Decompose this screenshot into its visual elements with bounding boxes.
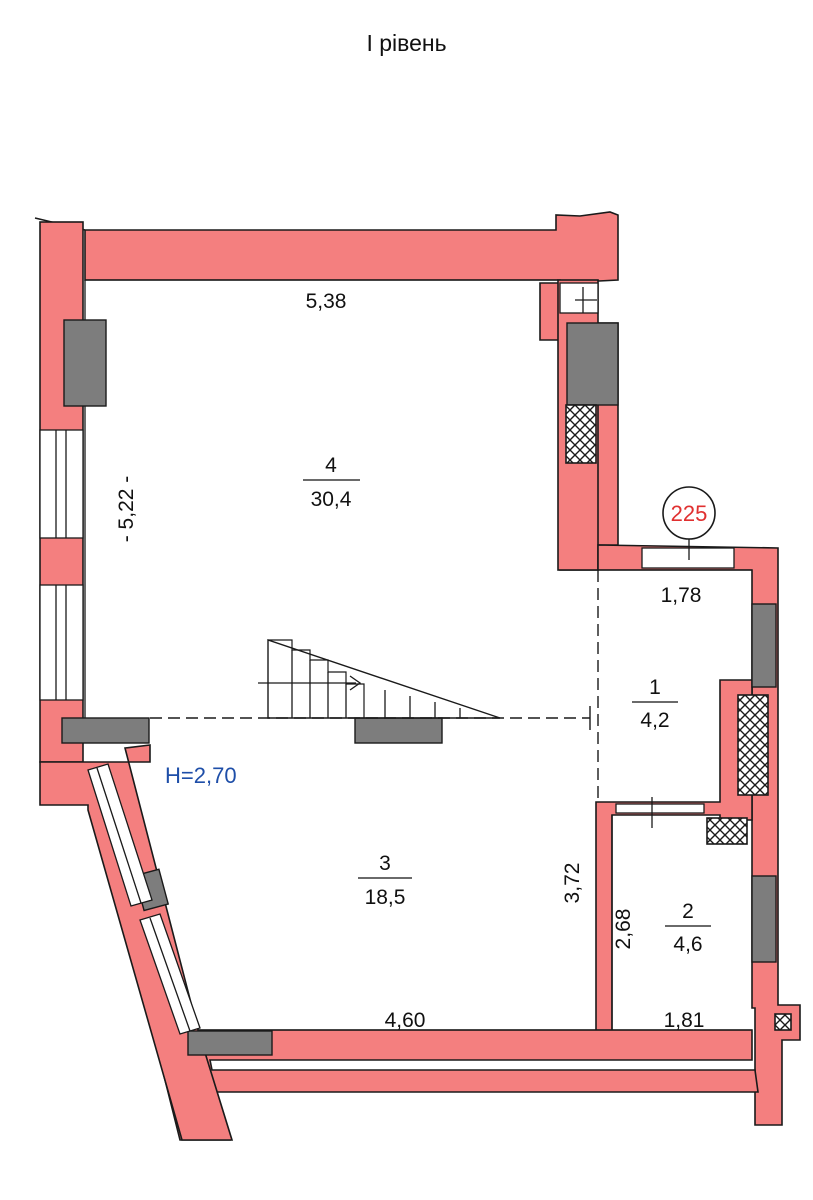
staircase	[258, 639, 501, 719]
room-area: 4,6	[673, 933, 702, 956]
wall-block	[61, 717, 150, 744]
wall-slanted	[39, 744, 234, 1141]
room-label-3: 3 18,5	[358, 852, 412, 909]
ceiling-height-note: H=2,70	[165, 763, 237, 788]
column-block	[63, 319, 107, 407]
room-label-1: 1 4,2	[632, 676, 678, 732]
vent-shaft	[706, 817, 748, 845]
window-slanted	[87, 763, 201, 1035]
wall-block	[354, 717, 443, 744]
wall-block	[751, 875, 777, 963]
room-number: 4	[325, 454, 337, 477]
room-area: 4,2	[640, 709, 669, 732]
plan-marker-label: 225	[671, 501, 708, 526]
wall-block	[187, 1030, 273, 1056]
dimension-room1-top: 1,78	[661, 584, 702, 607]
dimension-room3-right: 3,72	[561, 863, 584, 904]
room-label-2: 2 4,6	[665, 900, 711, 956]
plan-title: I рівень	[366, 30, 447, 56]
dimension-room2-bottom: 1,81	[664, 1009, 705, 1032]
room-number: 2	[682, 900, 694, 923]
door-room2	[615, 797, 705, 828]
vent-shaft	[565, 404, 597, 464]
window-room1-top	[641, 547, 735, 569]
wall-block	[751, 603, 777, 688]
chimney-block	[566, 322, 619, 406]
room-area: 30,4	[311, 488, 352, 511]
window-left-lower	[39, 584, 84, 701]
wall-partition-1-2	[595, 679, 753, 1033]
dimension-room4-left: - 5,22 -	[115, 476, 138, 543]
dimension-room3-bottom: 4,60	[385, 1009, 426, 1032]
plan-marker: 225	[662, 486, 716, 560]
room-area: 18,5	[365, 886, 406, 909]
dimension-room4-top: 5,38	[306, 290, 347, 313]
window-top-right	[559, 282, 599, 314]
room-number: 1	[649, 676, 661, 699]
room-label-4: 4 30,4	[303, 454, 360, 511]
window-left-upper	[39, 429, 84, 539]
vent-shaft	[737, 694, 769, 796]
room-number: 3	[379, 852, 391, 875]
vent-shaft	[774, 1013, 792, 1031]
dimension-room2-left: 2,68	[612, 909, 635, 950]
